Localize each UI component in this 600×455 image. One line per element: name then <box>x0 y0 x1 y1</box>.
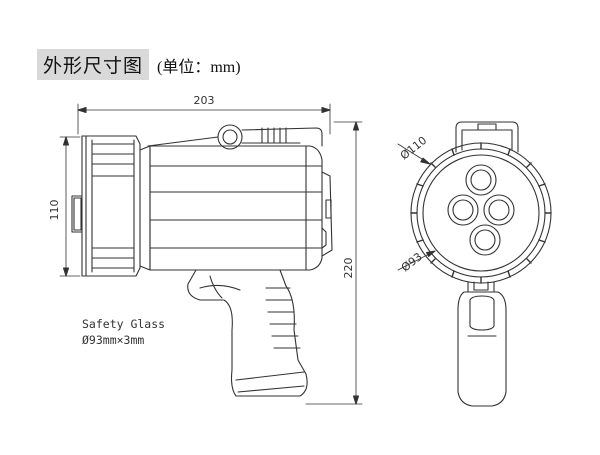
dimension-220: 220 <box>305 121 363 405</box>
side-view-top-handle <box>147 124 323 150</box>
front-view: Ø110 Ø93 <box>397 121 552 407</box>
front-view-glass <box>422 154 540 272</box>
dimension-93-diameter: Ø93 <box>397 250 436 274</box>
safety-glass-size: Ø93mm×3mm <box>82 333 144 347</box>
front-view-grip <box>457 281 507 407</box>
front-view-leds <box>447 164 515 256</box>
drawing-title: 外形尺寸图 (单位：mm) <box>37 49 241 80</box>
front-view-top-handle <box>455 121 519 153</box>
title-main: 外形尺寸图 <box>37 49 150 80</box>
side-view-grip <box>187 269 308 397</box>
side-view-collar <box>139 145 151 271</box>
dimension-110-diameter-label: Ø110 <box>398 134 429 163</box>
side-view-head <box>71 135 141 277</box>
dimension-110: 110 <box>48 136 81 277</box>
dimension-93-diameter-label: Ø93 <box>399 250 425 274</box>
dimension-110-label: 110 <box>48 200 61 221</box>
side-view-body <box>149 145 333 271</box>
dimension-203: 203 <box>77 94 331 135</box>
dimension-110-diameter: Ø110 <box>397 134 431 165</box>
safety-glass-label: Safety Glass <box>82 317 165 331</box>
title-unit: (单位：mm) <box>157 58 241 76</box>
dimension-203-label: 203 <box>194 94 215 107</box>
side-view: 203 110 220 Safety Glass Ø93mm×3mm <box>48 94 363 405</box>
dimension-220-label: 220 <box>342 258 355 279</box>
